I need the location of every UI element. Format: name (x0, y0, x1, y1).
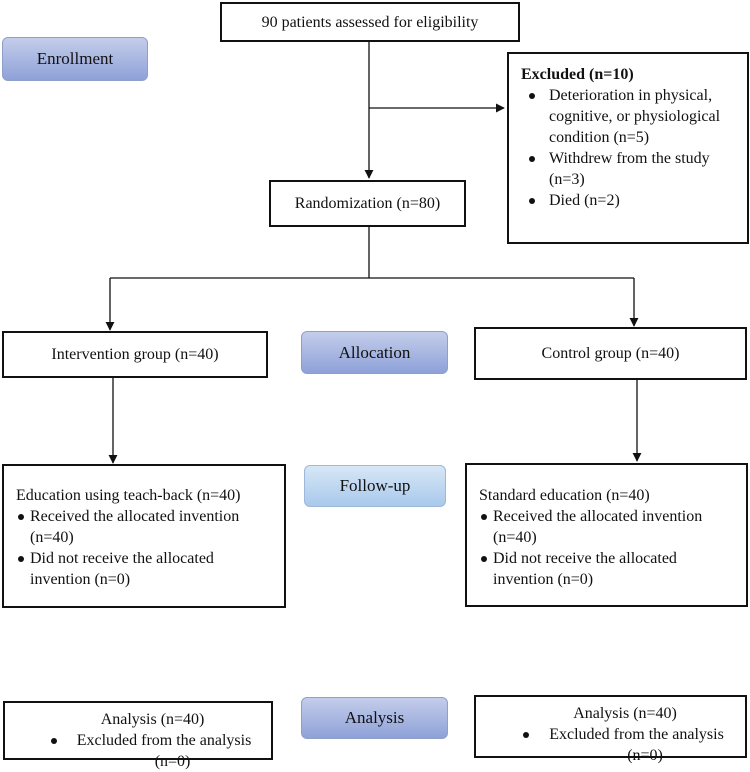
excluded-box: Excluded (n=10) Deterioration in physica… (507, 52, 749, 244)
control-analysis-box: Analysis (n=40) Excluded from the analys… (474, 695, 747, 764)
randomization-text: Randomization (n=80) (294, 195, 441, 212)
intervention-analysis-n: (n=0) (154, 753, 191, 770)
intervention-analysis-title: Analysis (n=40) (100, 711, 205, 728)
followup-item: Did not receive the allocated invention … (479, 548, 738, 590)
followup-item: Received the allocated invention (n=40) (16, 506, 274, 548)
intervention-followup-box: Education using teach-back (n=40) Receiv… (2, 464, 286, 608)
intervention-group-text: Intervention group (n=40) (51, 346, 219, 363)
intervention-analysis-item: Excluded from the analysis (25, 730, 251, 751)
assessed-box: 90 patients assessed for eligibility (220, 2, 520, 42)
control-analysis-item: Excluded from the analysis (497, 724, 724, 745)
followup-item: Did not receive the allocated invention … (16, 548, 274, 590)
intervention-analysis-box: Analysis (n=40) Excluded from the analys… (3, 701, 273, 770)
stage-followup-label: Follow-up (339, 476, 411, 495)
control-analysis-n: (n=0) (627, 747, 663, 764)
control-analysis-title: Analysis (n=40) (573, 705, 677, 722)
excluded-item: Withdrew from the study (n=3) (521, 148, 737, 190)
stage-enrollment-label: Enrollment (36, 49, 114, 68)
control-followup-title: Standard education (n=40) (479, 487, 650, 504)
stage-analysis-label: Analysis (344, 708, 405, 727)
intervention-followup-title: Education using teach-back (n=40) (16, 487, 241, 504)
excluded-item: Deterioration in physical, cognitive, or… (521, 85, 737, 148)
excluded-title: Excluded (n=10) (521, 66, 634, 83)
stage-enrollment: Enrollment (2, 37, 148, 81)
stage-allocation-label: Allocation (338, 342, 411, 362)
followup-item: Received the allocated invention (n=40) (479, 506, 738, 548)
stage-allocation: Allocation (301, 331, 448, 374)
excluded-item: Died (n=2) (521, 190, 737, 211)
control-followup-list: Received the allocated invention (n=40) … (479, 506, 738, 590)
randomization-box: Randomization (n=80) (269, 180, 466, 227)
intervention-group-box: Intervention group (n=40) (2, 331, 268, 378)
intervention-followup-list: Received the allocated invention (n=40) … (16, 506, 274, 590)
control-group-box: Control group (n=40) (474, 327, 747, 380)
excluded-list: Deterioration in physical, cognitive, or… (521, 85, 737, 211)
control-followup-box: Standard education (n=40) Received the a… (465, 463, 748, 607)
control-group-text: Control group (n=40) (541, 345, 680, 362)
assessed-text: 90 patients assessed for eligibility (261, 13, 479, 31)
stage-followup: Follow-up (304, 465, 446, 507)
stage-analysis: Analysis (301, 697, 448, 739)
